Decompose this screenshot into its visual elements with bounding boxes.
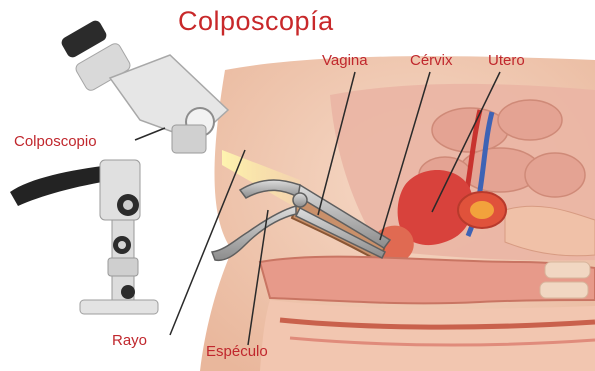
label-rayo: Rayo bbox=[112, 332, 147, 349]
label-especulo: Espéculo bbox=[206, 343, 268, 360]
label-utero: Utero bbox=[488, 52, 525, 69]
label-cervix: Cérvix bbox=[410, 52, 453, 69]
diagram-title: Colposcopía bbox=[178, 6, 334, 37]
colposcope-device bbox=[10, 18, 228, 314]
label-vagina: Vagina bbox=[322, 52, 368, 69]
label-colposcopio: Colposcopio bbox=[14, 133, 97, 150]
